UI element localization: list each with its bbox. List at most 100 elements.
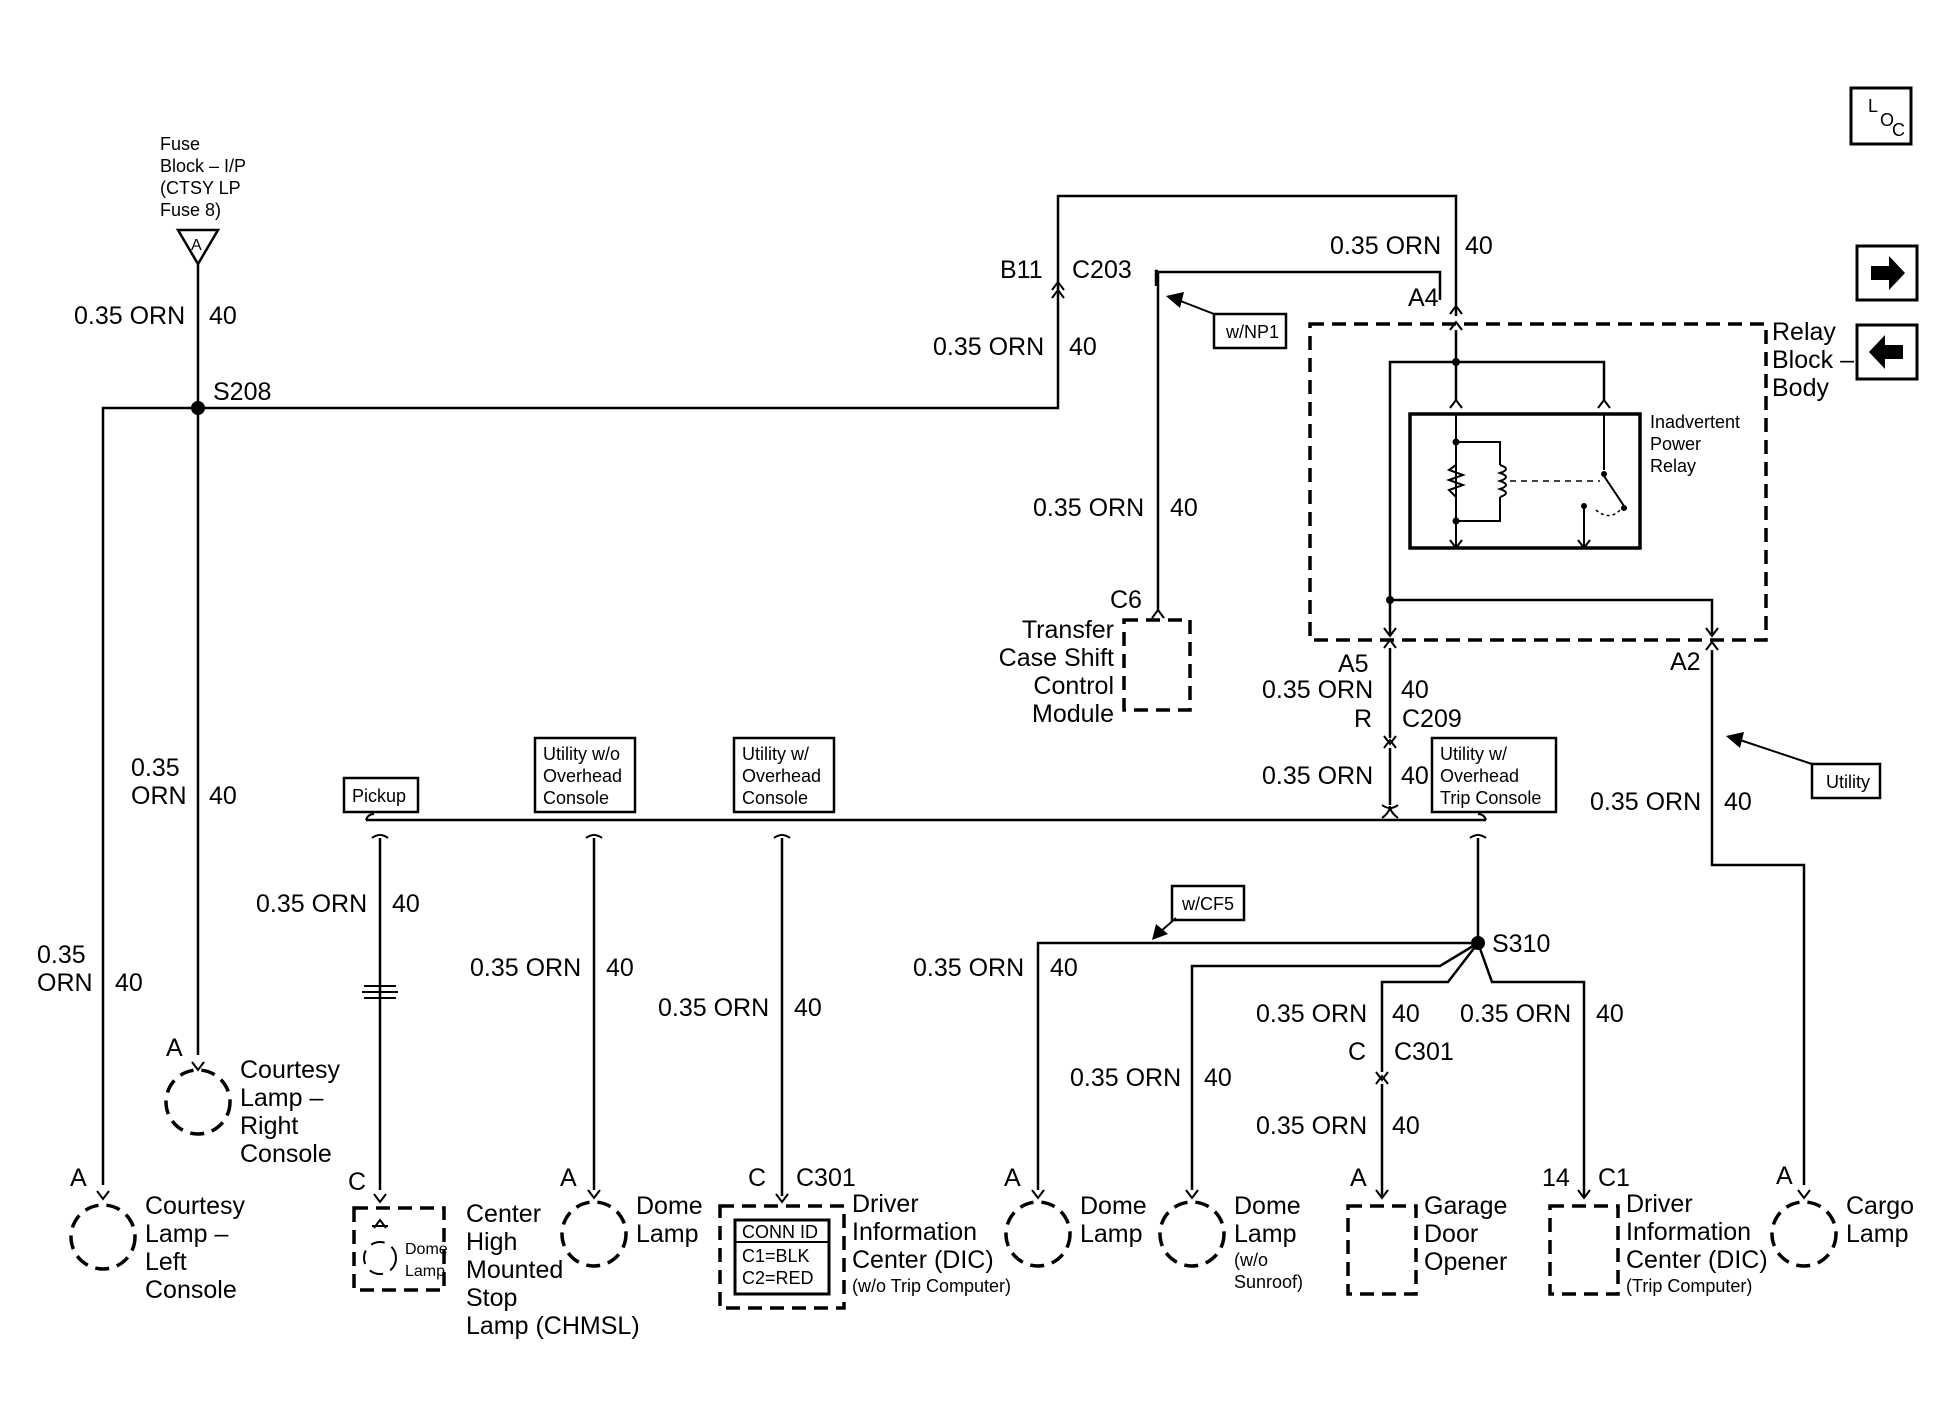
- forward-button[interactable]: [1855, 244, 1919, 302]
- svg-text:Lamp (CHMSL): Lamp (CHMSL): [466, 1312, 640, 1340]
- circuit-label-top: 40: [1465, 232, 1493, 260]
- dome-lamp-sunroof-icon: [1158, 1200, 1226, 1268]
- courtesy-lamp-right-icon: [164, 1068, 232, 1136]
- wire-label-dome-1: 0.35 ORN: [470, 954, 581, 982]
- inadvertent-power-relay-box: [1408, 412, 1642, 550]
- fuse-terminal-icon: A: [175, 228, 221, 267]
- courtesy-lamp-left-icon: [69, 1203, 137, 1271]
- svg-text:A: A: [191, 237, 202, 254]
- circuit-label-dome-1: 40: [606, 954, 634, 982]
- svg-text:Control: Control: [1033, 672, 1114, 700]
- chmsl-dome-lamp-icon: [363, 1241, 397, 1275]
- relay-block-body-box: [1308, 322, 1768, 642]
- circuit-label-garage-lower: 40: [1392, 1112, 1420, 1140]
- wire-label-transfer: 0.35 ORN: [1033, 494, 1144, 522]
- connector-a5: A5: [1338, 650, 1369, 678]
- svg-text:C1=BLK: C1=BLK: [742, 1246, 810, 1266]
- svg-text:Driver: Driver: [1626, 1190, 1693, 1218]
- pin-dic-1: C: [748, 1164, 766, 1192]
- svg-text:Garage: Garage: [1424, 1192, 1507, 1220]
- svg-text:Console: Console: [742, 788, 808, 808]
- option-utility: Utility: [1810, 762, 1882, 800]
- dome-lamp-sunroof-label: Dome Lamp (w/o Sunroof): [1234, 1192, 1303, 1292]
- svg-text:Inadvertent: Inadvertent: [1650, 412, 1740, 432]
- svg-text:Opener: Opener: [1424, 1248, 1507, 1276]
- circuit-label-a5: 40: [1401, 676, 1429, 704]
- svg-text:Lamp: Lamp: [1080, 1220, 1143, 1248]
- svg-text:Lamp –: Lamp –: [240, 1084, 323, 1112]
- svg-text:Courtesy: Courtesy: [240, 1056, 341, 1084]
- splice-s310-label: S310: [1492, 930, 1550, 958]
- connector-a4: A4: [1408, 284, 1439, 312]
- svg-text:Console: Console: [240, 1140, 332, 1168]
- dome-lamp-2-icon: [1004, 1200, 1072, 1268]
- svg-text:Mounted: Mounted: [466, 1256, 563, 1284]
- svg-text:Cargo: Cargo: [1846, 1192, 1914, 1220]
- cargo-lamp-label: Cargo Lamp: [1846, 1192, 1914, 1248]
- option-utility-wo-overhead: Utility w/o Overhead Console: [533, 736, 637, 814]
- connector-c203: C203: [1072, 256, 1132, 284]
- svg-text:(w/o Trip Computer): (w/o Trip Computer): [852, 1276, 1011, 1296]
- wire-label-c209: 0.35 ORN: [1262, 762, 1373, 790]
- fuse-block-label: Fuse Block – I/P (CTSY LP Fuse 8): [160, 134, 246, 220]
- loc-letter-c: C: [1892, 120, 1905, 140]
- svg-text:Door: Door: [1424, 1220, 1478, 1248]
- wire-label-c203: 0.35 ORN: [933, 333, 1044, 361]
- cargo-lamp-icon: [1770, 1200, 1838, 1268]
- svg-text:(w/o: (w/o: [1234, 1250, 1268, 1270]
- garage-door-opener-box: [1346, 1204, 1418, 1296]
- circuit-label-dome-2: 40: [1050, 954, 1078, 982]
- svg-text:Right: Right: [240, 1112, 298, 1140]
- garage-door-opener-label: Garage Door Opener: [1424, 1192, 1507, 1276]
- dome-lamp-1-label: Dome Lamp: [636, 1192, 703, 1248]
- svg-text:Console: Console: [543, 788, 609, 808]
- svg-text:(Trip Computer): (Trip Computer): [1626, 1276, 1752, 1296]
- circuit-label-dic-2: 40: [1596, 1000, 1624, 1028]
- svg-text:Stop: Stop: [466, 1284, 517, 1312]
- chmsl-inner-label: Dome Lamp: [405, 1241, 448, 1280]
- wire-label-a5: 0.35 ORN: [1262, 676, 1373, 704]
- svg-text:(CTSY LP: (CTSY LP: [160, 178, 241, 198]
- wire-label-dic-1: 0.35 ORN: [658, 994, 769, 1022]
- arrow-left-icon: [1869, 335, 1903, 369]
- svg-text:Dome: Dome: [1234, 1192, 1301, 1220]
- svg-text:Center (DIC): Center (DIC): [1626, 1246, 1768, 1274]
- back-button[interactable]: [1855, 323, 1919, 381]
- svg-text:Transfer: Transfer: [1022, 616, 1114, 644]
- svg-text:Power: Power: [1650, 434, 1701, 454]
- svg-text:Driver: Driver: [852, 1190, 919, 1218]
- dic-trip-label: Driver Information Center (DIC) (Trip Co…: [1626, 1190, 1768, 1296]
- wire-label-dome-2: 0.35 ORN: [913, 954, 1024, 982]
- pin-dome-1: A: [560, 1164, 577, 1192]
- svg-text:Fuse 8): Fuse 8): [160, 200, 221, 220]
- wire-label-garage-lower: 0.35 ORN: [1256, 1112, 1367, 1140]
- pin-dic-2: 14: [1542, 1164, 1570, 1192]
- pin-c301-garage: C: [1348, 1038, 1366, 1066]
- svg-text:Module: Module: [1032, 700, 1114, 728]
- dic-wo-trip-label: Driver Information Center (DIC) (w/o Tri…: [852, 1190, 1011, 1296]
- dome-lamp-1-icon: [560, 1200, 628, 1268]
- wire-label-top: 0.35 ORN: [1330, 232, 1441, 260]
- splice-s208-label: S208: [213, 378, 271, 406]
- circuit-label-chmsl: 40: [392, 890, 420, 918]
- svg-text:Sunroof): Sunroof): [1234, 1272, 1303, 1292]
- svg-text:Lamp: Lamp: [405, 1263, 445, 1280]
- connector-c301-garage: C301: [1394, 1038, 1454, 1066]
- wire-label-chmsl: 0.35 ORN: [256, 890, 367, 918]
- loc-button[interactable]: L O C: [1849, 86, 1913, 146]
- svg-text:Block – I/P: Block – I/P: [160, 156, 246, 176]
- option-utility-w-trip-console: Utility w/ Overhead Trip Console: [1430, 736, 1558, 814]
- svg-text:w/NP1: w/NP1: [1225, 322, 1279, 342]
- svg-text:Information: Information: [1626, 1218, 1751, 1246]
- circuit-label-c203: 40: [1069, 333, 1097, 361]
- pin-courtesy-left: A: [70, 1164, 87, 1192]
- connector-b11: B11: [1000, 256, 1043, 284]
- connector-c209: C209: [1402, 705, 1462, 733]
- circuit-label-cargo: 40: [1724, 788, 1752, 816]
- dome-lamp-2-label: Dome Lamp: [1080, 1192, 1147, 1248]
- relay-block-label: Relay Block – Body: [1772, 318, 1854, 402]
- svg-text:Utility: Utility: [1826, 772, 1870, 792]
- wire-label-dic-2: 0.35 ORN: [1460, 1000, 1571, 1028]
- option-w-cf5: w/CF5: [1170, 884, 1246, 922]
- svg-text:Left: Left: [145, 1248, 187, 1276]
